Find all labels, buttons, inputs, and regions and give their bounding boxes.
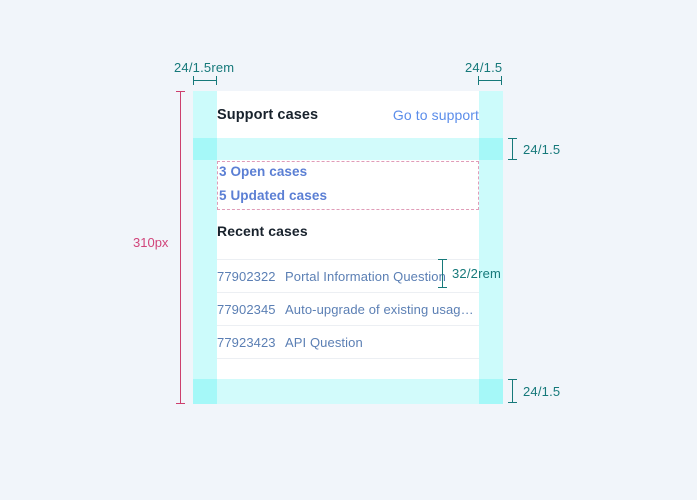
spacing-band-right [479, 91, 503, 404]
case-subject: Auto-upgrade of existing usage ... [285, 301, 479, 317]
recent-cases-heading: Recent cases [217, 223, 308, 239]
table-row[interactable]: 77902345 Auto-upgrade of existing usage … [217, 292, 479, 325]
annotation-padding-left-label: 24/1.5rem [174, 60, 235, 75]
page-title: Support cases [217, 106, 319, 123]
counts-annotation-box: 3 Open cases 5 Updated cases [217, 161, 479, 210]
case-number: 77923423 [217, 334, 276, 350]
spacing-band-gap-left-cross [193, 138, 217, 160]
annotation-bottom-padding-label: 24/1.5 [523, 384, 561, 399]
case-number: 77902345 [217, 301, 276, 317]
annotation-row-height-measure [438, 259, 447, 288]
annotation-gap-measure [508, 138, 517, 160]
case-number: 77902322 [217, 268, 276, 284]
case-subject: Portal Information Question [285, 268, 446, 284]
spacing-band-bottom-left-cross [193, 379, 217, 404]
annotation-padding-right-measure [478, 76, 502, 85]
annotation-bottom-padding-measure [508, 379, 517, 403]
support-cases-card: Support cases Go to support 3 Open cases… [193, 91, 503, 404]
table-row[interactable]: 77902322 Portal Information Question [217, 259, 479, 292]
spacing-band-left [193, 91, 217, 404]
table-row[interactable]: 77923423 API Question [217, 325, 479, 359]
annotation-padding-right-label: 24/1.5 [465, 60, 503, 75]
card-header: Support cases Go to support [217, 91, 479, 138]
case-subject: API Question [285, 334, 363, 350]
recent-cases-list: 77902322 Portal Information Question 779… [217, 259, 479, 359]
annotation-card-height-ruler [176, 91, 185, 404]
annotation-row-height-label: 32/2rem [452, 266, 502, 281]
card-content: Support cases Go to support 3 Open cases… [217, 91, 479, 404]
go-to-support-link[interactable]: Go to support [392, 106, 479, 123]
open-cases-link[interactable]: 3 Open cases [219, 164, 308, 179]
annotation-card-height-label: 310px [133, 235, 169, 250]
annotation-padding-left-measure [193, 76, 217, 85]
annotation-gap-label: 24/1.5 [523, 142, 561, 157]
spacing-band-gap-right-cross [479, 138, 503, 160]
spacing-band-bottom-right-cross [479, 379, 503, 404]
updated-cases-link[interactable]: 5 Updated cases [219, 188, 328, 203]
